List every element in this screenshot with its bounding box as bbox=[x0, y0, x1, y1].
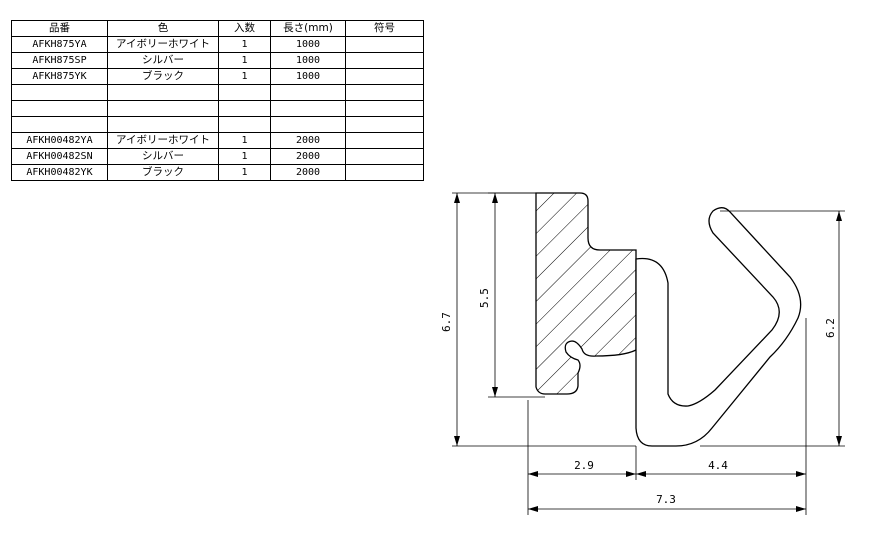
spec-table: 品番 色 入数 長さ(mm) 符号 AFKH875YA アイボリーホワイト 1 … bbox=[11, 20, 424, 181]
cell-length: 2000 bbox=[270, 164, 346, 181]
dimension-lines bbox=[452, 192, 845, 515]
dimension-arrows bbox=[454, 193, 842, 512]
table-row: AFKH00482YA アイボリーホワイト 1 2000 bbox=[11, 132, 424, 149]
table-row: AFKH875YK ブラック 1 1000 bbox=[11, 68, 424, 85]
table-row bbox=[11, 100, 424, 117]
table-row bbox=[11, 116, 424, 133]
table-row: AFKH00482YK ブラック 1 2000 bbox=[11, 164, 424, 181]
dim-right-width: 4.4 bbox=[708, 459, 728, 472]
cell-color: アイボリーホワイト bbox=[107, 132, 219, 149]
dim-left-width: 2.9 bbox=[574, 459, 594, 472]
dim-inner-height: 5.5 bbox=[478, 288, 491, 308]
cell-color: ブラック bbox=[107, 164, 219, 181]
rigid-core-section bbox=[535, 192, 637, 395]
cell-color: ブラック bbox=[107, 68, 219, 85]
cell-color: シルバー bbox=[107, 52, 219, 69]
flexible-lip-section bbox=[635, 207, 802, 447]
table-row: AFKH875SP シルバー 1 1000 bbox=[11, 52, 424, 69]
cell-symbol bbox=[345, 164, 424, 181]
dim-overall-height: 6.7 bbox=[440, 312, 453, 332]
dim-total-width: 7.3 bbox=[656, 493, 676, 506]
table-row bbox=[11, 84, 424, 101]
dim-right-height: 6.2 bbox=[824, 318, 837, 338]
